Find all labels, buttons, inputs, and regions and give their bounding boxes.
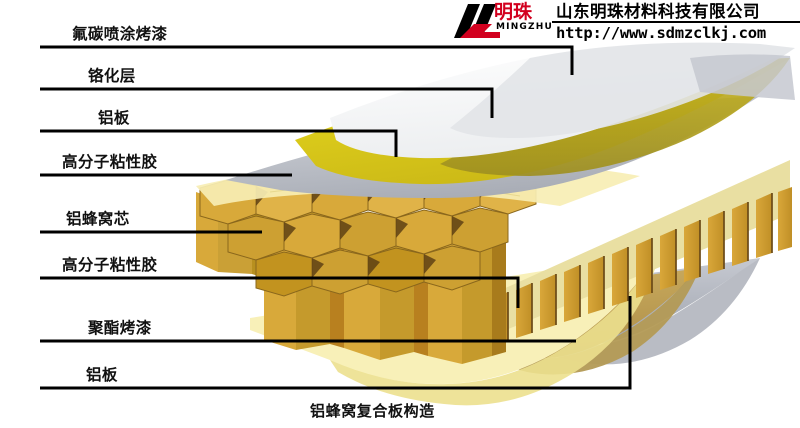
- leader-aluminium-sheet-top: [40, 129, 398, 157]
- company-website-url: http://www.sdmzclkj.com: [556, 24, 767, 42]
- company-name-cn: 山东明珠材料科技有限公司: [556, 2, 760, 21]
- brand-divider: [552, 21, 800, 23]
- leader-aluminium-sheet-bottom: [40, 296, 632, 390]
- label-honeycomb-core: 铝蜂窝芯: [66, 210, 130, 228]
- logo-romanized-name: MINGZHU: [496, 22, 553, 32]
- logo-chinese-name: 明珠: [494, 1, 533, 23]
- label-fluorocarbon-coating: 氟碳喷涂烤漆: [72, 25, 168, 43]
- fluorocarbon-coating-art: [330, 42, 795, 159]
- label-chromate-layer: 铬化层: [88, 67, 136, 85]
- label-aluminium-sheet-top: 铝板: [98, 109, 130, 127]
- label-polymer-adhesive-bottom: 高分子粘性胶: [62, 256, 158, 274]
- leader-chromate-layer: [40, 87, 494, 118]
- label-polymer-adhesive-top: 高分子粘性胶: [62, 153, 158, 171]
- leader-polymer-adhesive-bottom: [40, 276, 520, 308]
- mingzhu-logo: 明珠 MINGZHU: [452, 2, 552, 42]
- leader-fluorocarbon-coating: [40, 45, 574, 75]
- aluminium-honeycomb-core-art: [196, 160, 792, 364]
- label-polyester-coating: 聚酯烤漆: [88, 319, 152, 337]
- label-aluminium-sheet-bottom: 铝板: [86, 366, 118, 384]
- brand-header: 明珠 MINGZHU 山东明珠材料科技有限公司 http://www.sdmzc…: [452, 0, 800, 48]
- diagram-caption: 铝蜂窝复合板构造: [310, 402, 435, 420]
